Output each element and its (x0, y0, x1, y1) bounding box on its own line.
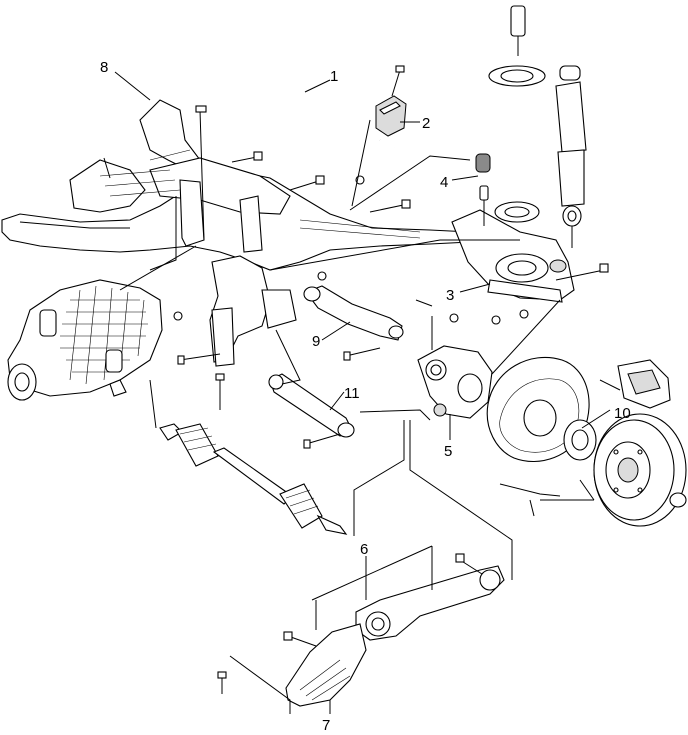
shock-absorber (555, 65, 587, 248)
rear-differential (7, 279, 163, 401)
callout-2: 2 (422, 115, 430, 132)
subframe-crossmember (1, 99, 471, 271)
callout-8: 8 (100, 59, 108, 76)
wheel-hub-bearing (563, 419, 597, 461)
callout-3: 3 (446, 287, 454, 304)
toe-link (475, 153, 491, 226)
upper-lateral-link (303, 285, 404, 341)
stabilizer-bushing (375, 65, 407, 137)
rear-knuckle (417, 345, 493, 419)
lower-lateral-link (268, 373, 355, 438)
callout-1: 1 (330, 68, 338, 85)
brake-backing-plate (486, 356, 590, 462)
callout-5: 5 (444, 443, 452, 460)
trailing-arm-mount-bracket (285, 623, 367, 707)
brake-caliper (617, 359, 671, 409)
callout-7: 7 (322, 717, 330, 734)
leader-lines (114, 71, 621, 714)
stabilizer-bar (198, 50, 398, 182)
drive-shaft (159, 423, 348, 535)
brake-disc (593, 413, 687, 527)
callout-10: 10 (614, 405, 631, 422)
trailing-arm (355, 565, 505, 641)
coil-spring (487, 5, 547, 223)
callout-labels: 1 2 3 4 5 6 7 8 9 10 11 (100, 59, 631, 734)
callout-11: 11 (344, 385, 360, 402)
callout-4: 4 (440, 174, 448, 191)
spring-lower-control-arm (451, 209, 575, 303)
trailing-arm-bracket (209, 255, 297, 367)
callout-6: 6 (360, 541, 368, 558)
callout-9: 9 (312, 333, 320, 350)
